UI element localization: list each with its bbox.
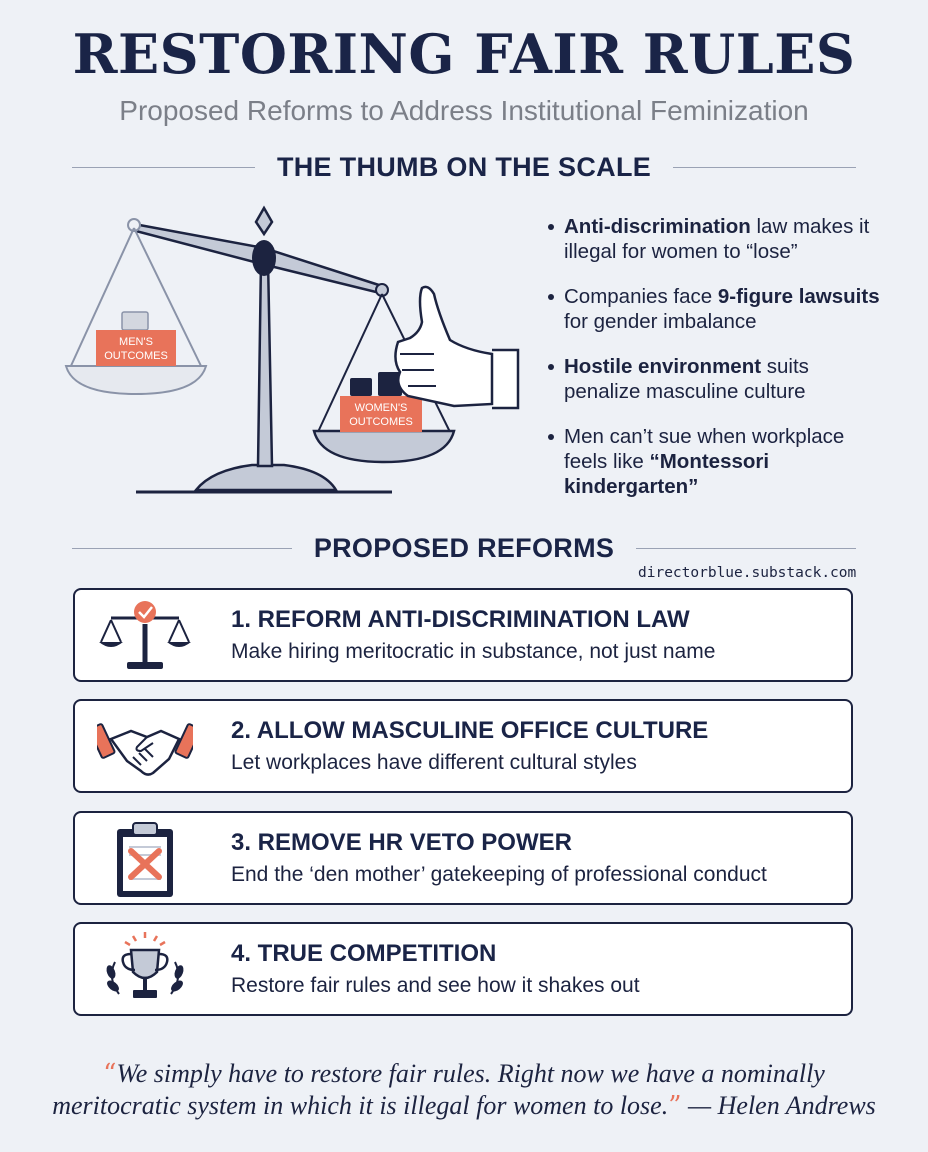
page-title: RESTORING FAIR RULES	[72, 22, 856, 86]
closing-quote: “We simply have to restore fair rules. R…	[40, 1058, 888, 1122]
reform-description: Let workplaces have different cultural s…	[231, 751, 637, 774]
womens-outcomes-weight	[340, 396, 422, 432]
section-heading-reforms: PROPOSED REFORMS	[72, 533, 856, 564]
reform-description: Restore fair rules and see how it shakes…	[231, 974, 640, 997]
mens-outcomes-weight	[96, 330, 176, 366]
section-title: PROPOSED REFORMS	[313, 533, 615, 563]
reform-description: Make hiring meritocratic in substance, n…	[231, 640, 716, 663]
reform-card-4: 4. TRUE COMPETITION Restore fair rules a…	[73, 922, 853, 1016]
scale-check-icon	[99, 601, 191, 669]
list-item: Hostile environment suits penalize mascu…	[548, 354, 888, 404]
right-pan	[312, 429, 456, 464]
womens-label-1: WOMEN'S	[355, 402, 408, 414]
scale-pivot	[252, 240, 276, 276]
reform-description: End the ‘den mother’ gatekeeping of prof…	[231, 863, 767, 886]
list-item: Companies face 9-figure lawsuits for gen…	[548, 284, 888, 334]
clipboard-x-icon	[117, 822, 173, 897]
close-quote-mark: ”	[668, 1091, 682, 1121]
scale-finial	[254, 205, 274, 237]
quote-text: We simply have to restore fair rules. Ri…	[52, 1059, 825, 1120]
handshake-icon	[97, 723, 193, 776]
mens-label-2: OUTCOMES	[104, 350, 168, 362]
scale-base	[193, 463, 339, 492]
list-item: Men can’t sue when workplace feels like …	[548, 424, 888, 499]
divider	[72, 548, 292, 549]
reform-title: 1. REFORM ANTI-DISCRIMINATION LAW	[231, 606, 690, 633]
thumb-hand-icon	[394, 285, 520, 410]
reform-card-3: 3. REMOVE HR VETO POWER End the ‘den mot…	[73, 811, 853, 905]
quote-author: — Helen Andrews	[681, 1091, 876, 1120]
section-heading-thumb: THE THUMB ON THE SCALE	[72, 152, 856, 183]
reform-card-2: 2. ALLOW MASCULINE OFFICE CULTURE Let wo…	[73, 699, 853, 793]
reform-title: 3. REMOVE HR VETO POWER	[231, 829, 572, 856]
divider	[636, 548, 856, 549]
divider	[72, 167, 255, 168]
thumb-bullet-list: Anti-discrimination law makes it illegal…	[548, 214, 888, 519]
source-credit: directorblue.substack.com	[638, 565, 857, 581]
left-pan	[64, 365, 208, 396]
mens-label-1: MEN'S	[119, 336, 153, 348]
reform-title: 2. ALLOW MASCULINE OFFICE CULTURE	[231, 717, 709, 744]
open-quote-mark: “	[103, 1059, 117, 1089]
tilted-scale-illustration: MEN'S OUTCOMES WOMEN'S OUTCOMES	[64, 205, 520, 494]
section-title: THE THUMB ON THE SCALE	[276, 152, 652, 182]
reform-card-1: 1. REFORM ANTI-DISCRIMINATION LAW Make h…	[73, 588, 853, 682]
womens-label-2: OUTCOMES	[349, 416, 413, 428]
reform-title: 4. TRUE COMPETITION	[231, 940, 497, 967]
page-subtitle: Proposed Reforms to Address Institutiona…	[119, 95, 809, 126]
list-item: Anti-discrimination law makes it illegal…	[548, 214, 888, 264]
trophy-icon	[106, 932, 184, 998]
scale-pole	[256, 258, 274, 468]
divider	[673, 167, 856, 168]
